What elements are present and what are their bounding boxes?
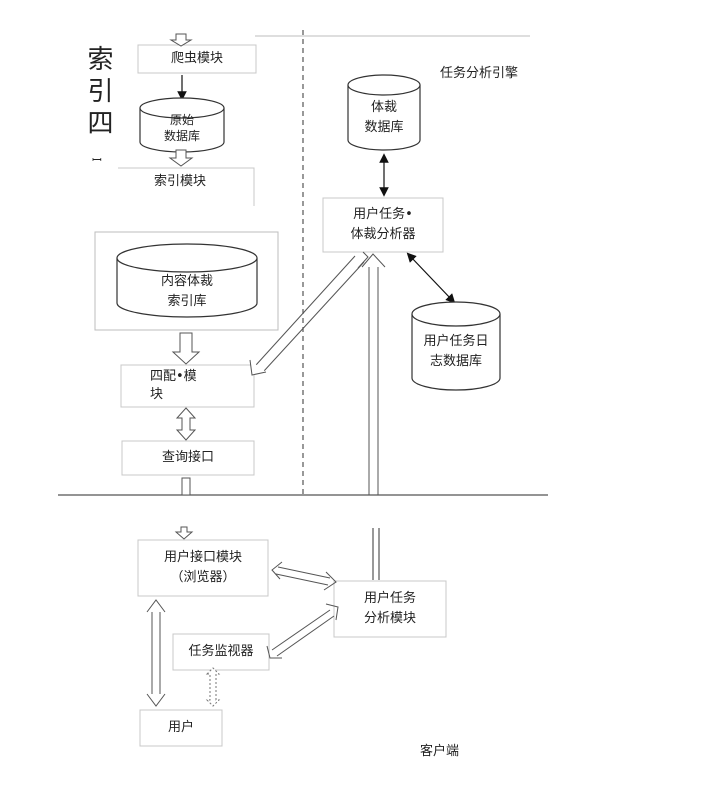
- raw-db-label-line1: 原始: [169, 113, 194, 127]
- match-module-label-line1: 四配•模: [150, 369, 197, 384]
- engine-title: 任务分析引擎: [440, 66, 519, 81]
- ui-module-label-line2: （浏览器）: [170, 570, 236, 585]
- task-monitor-label: 任务监视器: [188, 644, 254, 659]
- ui-module-label: 用户接口模块 （浏览器）: [138, 548, 268, 588]
- genre-db-label-line1: 体裁: [370, 100, 397, 115]
- index-module-label: 索引模块: [153, 174, 206, 189]
- arrow-monitor-taskmodule: [266, 603, 339, 659]
- match-module-box: [120, 364, 255, 408]
- query-interface-label: 查询接口: [161, 450, 214, 465]
- index-module-box: [118, 167, 255, 206]
- arrow-analyzer-match: [249, 251, 369, 376]
- task-analyzer-box: [322, 197, 444, 253]
- genre-db-label-line2: 数据库: [364, 120, 404, 135]
- crawler-box: [137, 44, 257, 74]
- query-interface-box: [121, 440, 255, 476]
- task-monitor-box: [172, 633, 270, 671]
- content-index-cylinder: [116, 243, 258, 318]
- task-log-db-cylinder: [411, 301, 501, 391]
- task-log-db-label-line1: 用户任务日: [423, 334, 489, 349]
- raw-db-label: 原始 数据库: [140, 112, 224, 144]
- user-label: 用户: [167, 720, 194, 735]
- task-analysis-module-label: 用户任务 分析模块: [334, 589, 446, 629]
- task-analyzer-label-line2: 体裁分析器: [350, 227, 416, 242]
- crawler-label: 爬虫模块: [170, 51, 223, 66]
- task-log-db-label: 用户任务日 志数据库: [412, 332, 500, 372]
- match-module-label-line2: 块: [150, 387, 164, 402]
- side-mark: ꟷ: [92, 153, 102, 167]
- client-label: 客户端: [420, 744, 460, 759]
- match-module-label: 四配•模 块: [150, 368, 197, 404]
- raw-db-label-line2: 数据库: [163, 129, 200, 143]
- ui-module-label-line1: 用户接口模块: [163, 550, 242, 565]
- arrow-rawdb-index: [168, 149, 194, 167]
- user-box: [139, 709, 223, 747]
- side-label: 索引四: [83, 45, 113, 141]
- task-analyzer-label: 用户任务• 体裁分析器: [323, 205, 443, 245]
- task-analysis-module-label-line1: 用户任务: [363, 591, 416, 606]
- genre-db-cylinder: [347, 74, 421, 151]
- content-index-frame: [94, 231, 279, 331]
- content-index-db-label-line1: 内容体裁: [160, 274, 213, 289]
- arrow-match-query: [175, 407, 197, 441]
- arrow-analyzer-logdb: [406, 252, 456, 304]
- content-index-db-label-line2: 索引库: [167, 294, 207, 309]
- task-log-db-label-line2: 志数据库: [429, 354, 482, 369]
- ui-module-box: [137, 539, 269, 597]
- arrow-monitor-user: [205, 667, 221, 707]
- content-index-db-label: 内容体裁 索引库: [117, 272, 257, 312]
- arrow-into-crawler: [169, 33, 193, 47]
- task-analysis-module-label-line2: 分析模块: [363, 611, 416, 626]
- arrow-ui-taskmodule: [271, 561, 337, 591]
- arrow-into-ui-module: [174, 526, 194, 540]
- task-analysis-module-box: [333, 580, 447, 638]
- arrow-query-down: [181, 477, 191, 496]
- arrow-contentdb-match: [171, 332, 201, 365]
- arrow-ui-user: [146, 599, 166, 707]
- arrow-taskmodule-analyzer: [361, 253, 386, 580]
- task-analyzer-label-line1: 用户任务•: [353, 207, 413, 222]
- genre-db-label: 体裁 数据库: [348, 98, 420, 138]
